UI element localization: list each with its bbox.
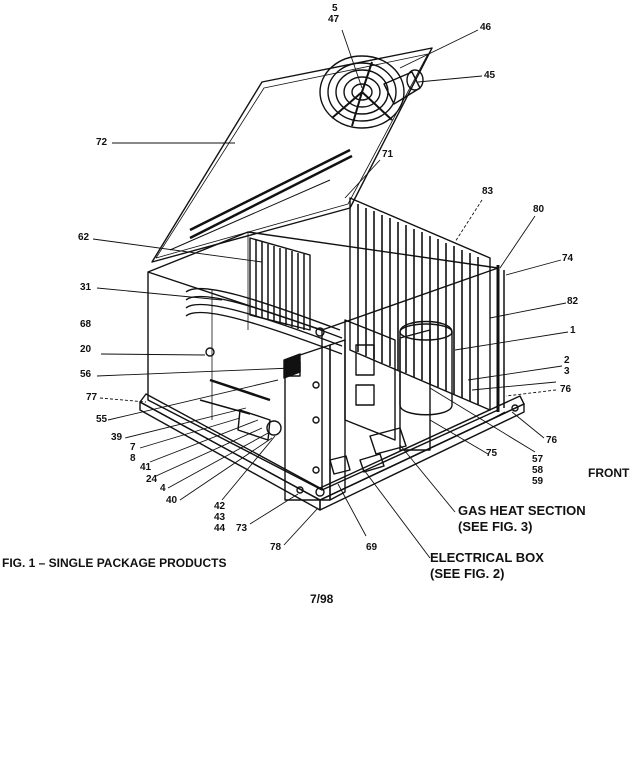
callout-72: 72 [96, 137, 108, 148]
callout-42: 42 [214, 501, 226, 512]
front-arrow [489, 411, 506, 421]
leader-lines [92, 29, 569, 559]
gas-heat-section-ref: (SEE FIG. 3) [458, 519, 533, 534]
figure-caption: FIG. 1 – SINGLE PACKAGE PRODUCTS [2, 556, 227, 570]
control-panel [284, 339, 346, 501]
callout-75: 75 [486, 448, 498, 459]
top-cover-panel [151, 47, 433, 263]
electrical-box-ref: (SEE FIG. 2) [430, 566, 505, 581]
electrical-box-label: ELECTRICAL BOX [430, 550, 544, 565]
callout-57: 57 [532, 454, 544, 465]
callout-5: 5 [332, 3, 338, 14]
callout-8: 8 [130, 453, 136, 464]
callout-1: 1 [570, 325, 576, 336]
callout-24: 24 [146, 474, 158, 485]
front-label: FRONT [588, 466, 630, 480]
electrical-box [283, 353, 407, 475]
callout-71: 71 [382, 149, 394, 160]
callout-77: 77 [86, 392, 98, 403]
condenser-coil [349, 197, 505, 412]
callout-55: 55 [96, 414, 108, 425]
callout-62: 62 [78, 232, 90, 243]
callout-83: 83 [482, 186, 494, 197]
callout-31: 31 [80, 282, 92, 293]
evaporator-coil [249, 237, 311, 331]
callout-73: 73 [236, 523, 248, 534]
callout-78: 78 [270, 542, 282, 553]
callout-74: 74 [562, 253, 574, 264]
callout-20: 20 [80, 344, 92, 355]
condenser-fan [319, 55, 405, 129]
callout-39: 39 [111, 432, 123, 443]
callout-69: 69 [366, 542, 378, 553]
callout-76-bottom: 76 [546, 435, 558, 446]
fan-motor [383, 69, 424, 105]
heat-exchanger [185, 287, 343, 355]
callout-46: 46 [480, 22, 492, 33]
callout-41: 41 [140, 462, 152, 473]
callout-4: 4 [160, 483, 166, 494]
callout-56: 56 [80, 369, 92, 380]
callout-40: 40 [166, 495, 178, 506]
blower-parts [199, 378, 282, 441]
callout-3: 3 [564, 366, 570, 377]
callout-58: 58 [532, 465, 544, 476]
callout-44: 44 [214, 523, 226, 534]
callout-47: 47 [328, 14, 340, 25]
gas-heat-section-label: GAS HEAT SECTION [458, 503, 586, 518]
callout-2: 2 [564, 355, 570, 366]
callout-43: 43 [214, 512, 226, 523]
callout-7: 7 [130, 442, 136, 453]
callout-80: 80 [533, 204, 545, 215]
gas-valve-panel [344, 319, 431, 451]
date-label: 7/98 [310, 592, 334, 606]
callout-82: 82 [567, 296, 579, 307]
compressor [399, 320, 453, 416]
callout-45: 45 [484, 70, 496, 81]
callout-59: 59 [532, 476, 544, 487]
callout-76-right: 76 [560, 384, 572, 395]
callout-68: 68 [80, 319, 92, 330]
